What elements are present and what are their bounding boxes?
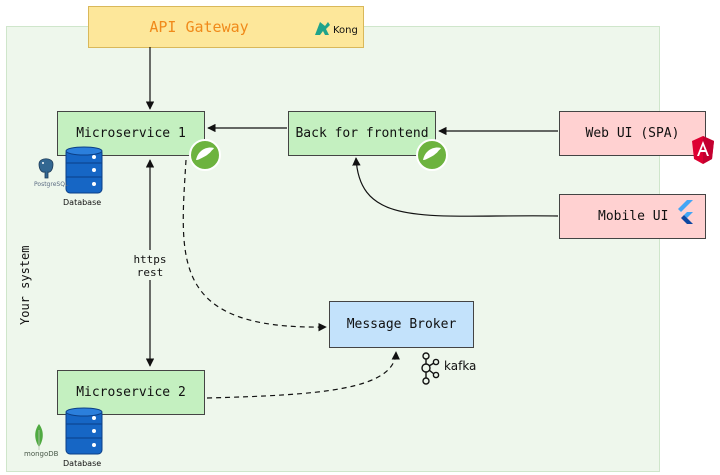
mongodb-logo-text: mongoDB: [24, 450, 59, 458]
postgresql-logo-text: PostgreSQL: [34, 181, 69, 188]
flutter-icon: [678, 200, 693, 224]
kafka-icon: [421, 352, 440, 385]
angular-icon: [692, 136, 714, 164]
database-icon: [65, 146, 103, 194]
mobile-ui: Mobile UI: [559, 194, 706, 239]
api-gateway: API Gateway Kong: [88, 6, 364, 48]
edge-label-https: https: [128, 253, 172, 266]
database-2-label: Database: [63, 459, 101, 468]
kong-logo-text: Kong: [333, 25, 358, 36]
kong-icon: Kong: [313, 17, 359, 39]
spring-icon: [189, 139, 221, 171]
database-1-label: Database: [63, 198, 101, 207]
postgresql-icon: [38, 158, 54, 179]
microservice-2: Microservice 2: [57, 370, 205, 415]
edge-ms1-to-broker: [182, 159, 327, 332]
edge-mobile-to-bff: [352, 157, 559, 217]
edge-ms2-to-broker: [206, 351, 400, 399]
spring-icon: [416, 139, 448, 171]
back-for-frontend: Back for frontend: [288, 111, 436, 156]
web-ui: Web UI (SPA): [559, 111, 706, 156]
kafka-logo-text: kafka: [444, 359, 476, 373]
database-icon: [65, 407, 103, 455]
message-broker: Message Broker: [329, 301, 474, 348]
api-gateway-title: API Gateway: [149, 18, 249, 36]
edge-label-rest: rest: [128, 266, 172, 279]
mongodb-icon: [35, 424, 43, 450]
